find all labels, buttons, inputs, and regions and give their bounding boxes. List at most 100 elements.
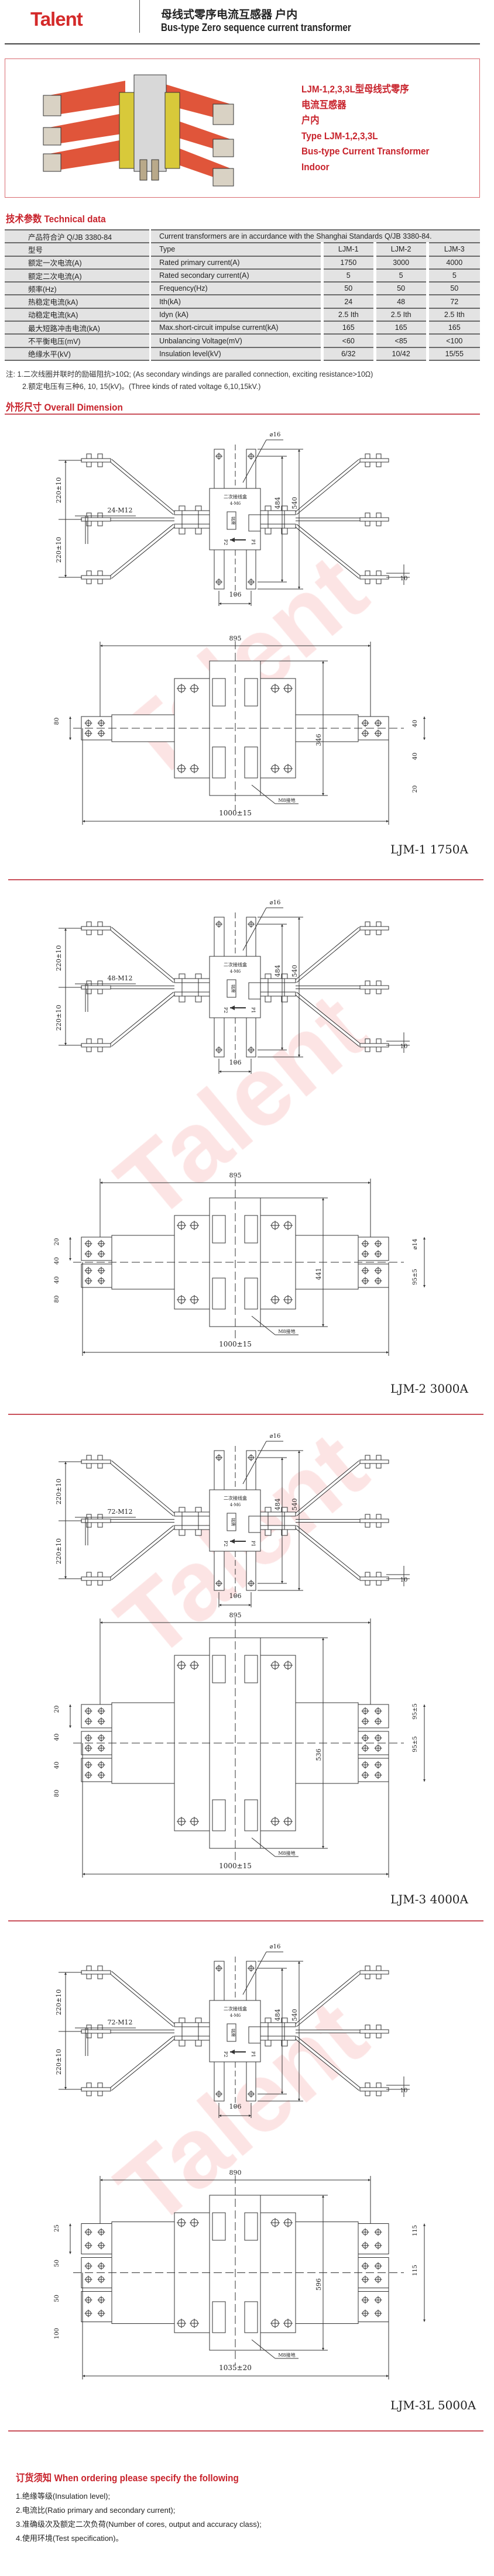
dim-left: 80 xyxy=(54,718,60,725)
bolt-icon xyxy=(97,1455,103,1461)
clamp-plate xyxy=(260,991,296,997)
terminal-lug xyxy=(359,2029,389,2034)
bolt-spec-label: 72-M12 xyxy=(108,1508,133,1516)
param-value: 50 xyxy=(426,281,480,295)
param-value: 5 xyxy=(373,268,428,283)
busbar xyxy=(109,927,176,983)
busbar xyxy=(294,459,361,515)
bus-stub xyxy=(139,159,147,181)
bolt-icon xyxy=(195,1529,202,1536)
overall-dimension-heading: 外形尺寸 Overall Dimension xyxy=(6,402,123,413)
dim-left: 80 xyxy=(54,1790,60,1797)
dim-540: 540 xyxy=(291,2009,299,2021)
type-cn: 型号 xyxy=(5,242,152,256)
bolt-icon xyxy=(97,578,103,584)
header-divider xyxy=(139,0,140,33)
bolt-icon xyxy=(86,1046,92,1052)
ground-screw-label: M8接地 xyxy=(278,1850,295,1856)
terminal-lug xyxy=(359,575,389,580)
terminal-lug xyxy=(81,2291,112,2322)
bolt-icon xyxy=(376,1046,382,1052)
bolt-icon xyxy=(179,528,186,535)
bolt-icon xyxy=(365,1974,370,1979)
dim-left: 100 xyxy=(54,2328,60,2339)
dim-length: 1000±15 xyxy=(219,1340,252,1348)
bolt-icon xyxy=(376,1522,382,1528)
screw-spec-label: 4-M6 xyxy=(230,969,241,974)
terminal-lug xyxy=(81,575,111,580)
dim-106: 106 xyxy=(229,2103,242,2110)
terminal-lug xyxy=(81,1970,111,1975)
dim-left: 20 xyxy=(54,1706,60,1713)
param-name-cn: 不平衡电压(mV) xyxy=(5,333,152,347)
dim-phi16: ⌀16 xyxy=(270,1944,281,1950)
busbar xyxy=(109,2036,176,2091)
bolt-icon xyxy=(365,1514,370,1520)
secondary-terminal-box-label: 二次接线盒 xyxy=(224,2006,247,2012)
bolt-icon xyxy=(179,2017,186,2023)
terminal-block xyxy=(248,982,261,1000)
terminal-lug xyxy=(81,1043,111,1048)
table-row: 产品符合沪 Q/JB 3380-84 Current transformers … xyxy=(5,229,480,243)
bolt-icon xyxy=(179,2040,186,2047)
page-title-en: Bus-type Zero sequence current transform… xyxy=(161,22,351,33)
dim-left: 40 xyxy=(54,1734,60,1741)
terminal-lug xyxy=(359,985,389,990)
dim-height: 536 xyxy=(315,1749,323,1761)
channel-bracket xyxy=(244,2212,258,2241)
param-value: 50 xyxy=(373,281,428,295)
dim-length: 1000±15 xyxy=(219,809,252,817)
bolt-icon xyxy=(97,929,103,935)
order-item: 1.绝缘等级(Insulation level); xyxy=(16,2492,111,2501)
channel-bracket xyxy=(212,678,226,707)
bolt-icon xyxy=(365,1522,370,1528)
param-name-en: Idyn (kA) xyxy=(149,307,323,322)
dim-106: 106 xyxy=(229,591,242,598)
bolt-icon xyxy=(179,1529,186,1536)
dim-left: 50 xyxy=(54,2295,60,2302)
terminal-lug xyxy=(358,1237,389,1261)
polarity-p1: P1 xyxy=(251,2051,256,2057)
bolt-icon xyxy=(179,505,186,511)
terminal-lug xyxy=(359,1970,389,1975)
dim-width: 895 xyxy=(229,1172,242,1179)
bus-stub xyxy=(151,159,159,181)
clamp-plate xyxy=(174,510,210,515)
leader-line xyxy=(251,1837,276,1857)
channel-bracket xyxy=(244,1215,258,1244)
param-name-en: Unbalancing Voltage(mV) xyxy=(149,333,323,347)
dim-left: 40 xyxy=(54,1257,60,1265)
bolt-icon xyxy=(86,1463,92,1469)
terminal-block xyxy=(248,514,261,532)
dim-left: 20 xyxy=(54,1238,60,1246)
bolt-icon xyxy=(97,453,103,459)
bolt-icon xyxy=(195,505,202,511)
channel-bracket xyxy=(244,2301,258,2333)
bolt-icon xyxy=(365,570,370,576)
param-value: <85 xyxy=(373,333,428,347)
ground-screw-label: M8接地 xyxy=(278,2352,295,2358)
dim-spacing-bottom: 220±10 xyxy=(55,2049,63,2075)
bolt-icon xyxy=(86,2082,92,2088)
param-name-cn: 频率(Hz) xyxy=(5,281,152,295)
param-value: 72 xyxy=(426,294,480,308)
clamp-plate xyxy=(174,991,210,997)
dim-540: 540 xyxy=(291,497,299,509)
bolt-icon xyxy=(97,1514,103,1520)
bolt-icon xyxy=(376,980,382,986)
bolt-icon xyxy=(97,521,103,526)
dim-length: 1000±15 xyxy=(219,1862,252,1870)
terminal-block xyxy=(248,2026,261,2044)
bolt-icon xyxy=(376,1572,382,1578)
model-header: LJM-1 xyxy=(320,242,375,256)
busbar xyxy=(109,992,176,1046)
dim-spacing-top: 220±10 xyxy=(55,477,63,503)
polarity-p1: P1 xyxy=(251,1541,256,1547)
clamp-plate xyxy=(260,2022,296,2027)
channel-bracket xyxy=(244,1799,258,1831)
busbar xyxy=(109,1525,176,1580)
terminal-lug xyxy=(81,1263,112,1288)
